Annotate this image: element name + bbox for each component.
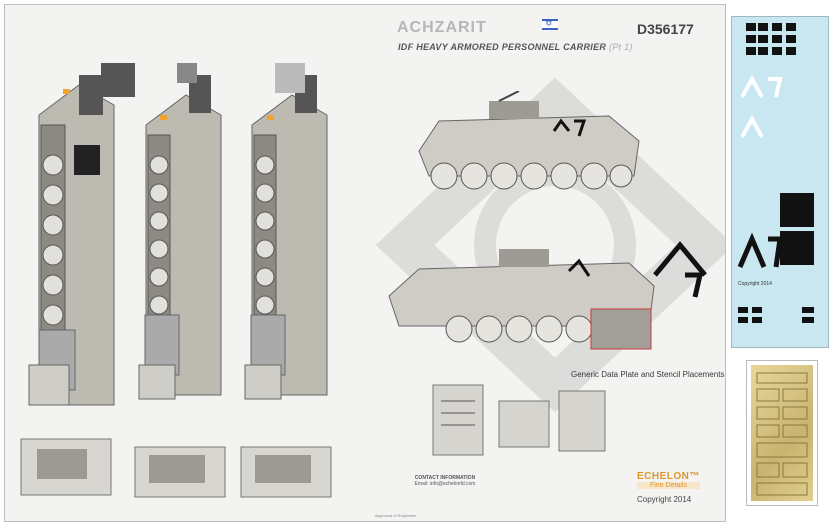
contact-title: CONTACT INFORMATION [414, 475, 476, 481]
vehicle-rear-view-1 [20, 438, 112, 496]
photo-etch-parts [756, 372, 808, 496]
vehicle-rear-view-2 [134, 446, 226, 498]
vehicle-side-view-2 [388, 249, 655, 350]
sheet-title-suffix: (Pt 1) [609, 42, 633, 52]
placement-section-title: Generic Data Plate and Stencil Placement… [571, 370, 725, 379]
vehicle-side-view-1 [418, 91, 640, 190]
contact-information: CONTACT INFORMATION Email: info@echelonf… [370, 475, 520, 487]
contact-email: Email: info@echelonfd.com [414, 481, 476, 487]
decal-sheet: ACHZARIT D356177 IDF HEAVY ARMORED PERSO… [4, 4, 726, 522]
placement-marker [160, 115, 167, 120]
echelon-logo: ECHELON™ Fine Details [637, 471, 700, 489]
placement-marker [63, 89, 70, 94]
approval-note: Approved of Requester [375, 513, 417, 518]
copyright-text: Copyright 2014 [637, 495, 692, 504]
product-code: D356177 [637, 21, 694, 37]
brand-title: ACHZARIT [397, 19, 487, 36]
logo-subtitle: Fine Details [637, 482, 700, 489]
decal-strip-copyright: Copyright 2014 [738, 281, 772, 287]
hull-number-decal [101, 63, 135, 97]
turret-marking-decal [275, 63, 305, 93]
photo-etch-brass [751, 365, 813, 501]
stencil-placement-details [432, 384, 606, 456]
sheet-title-main: IDF HEAVY ARMORED PERSONNEL CARRIER [398, 42, 607, 52]
decal-strip-artwork [737, 23, 814, 323]
hull-marking-decal [177, 63, 197, 83]
photo-etch-fret [746, 360, 818, 506]
decal-strip: Copyright 2014 [731, 16, 829, 348]
israel-flag-icon [542, 18, 558, 30]
placement-marker [267, 115, 274, 120]
sheet-title: IDF HEAVY ARMORED PERSONNEL CARRIER (Pt … [398, 42, 633, 52]
vehicle-top-view-1 [28, 75, 115, 406]
vehicle-top-view-3 [244, 75, 328, 400]
chevron-marking-decal [653, 241, 707, 298]
vehicle-top-view-2 [138, 75, 222, 400]
logo-name: ECHELON™ [637, 471, 700, 482]
vehicle-rear-view-3 [240, 446, 332, 498]
